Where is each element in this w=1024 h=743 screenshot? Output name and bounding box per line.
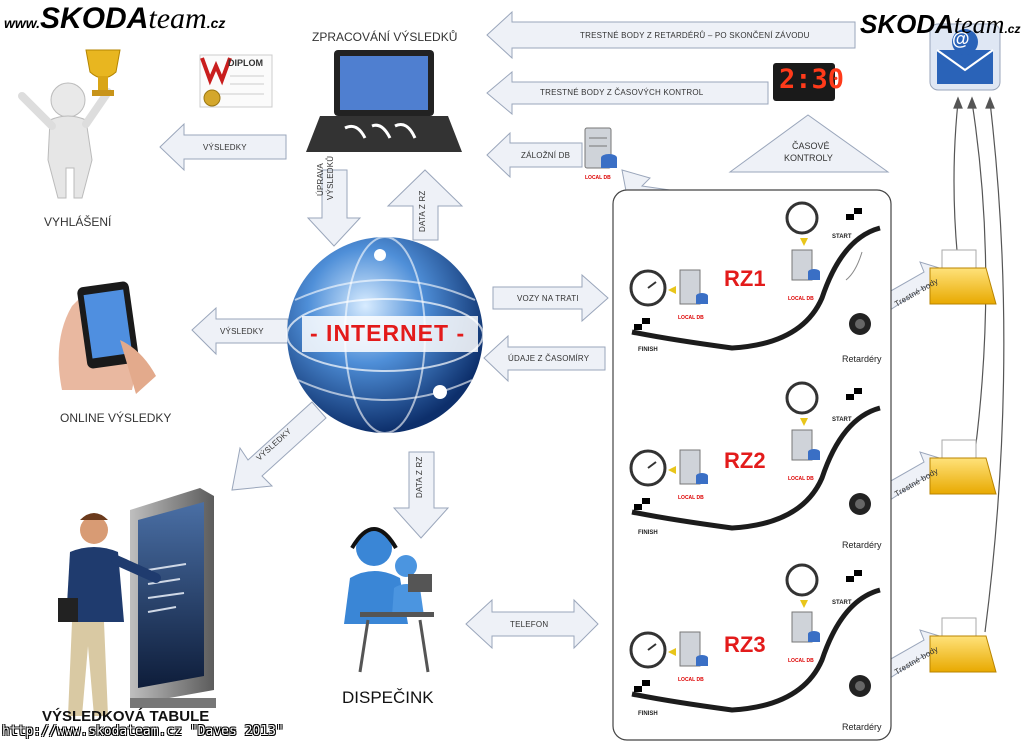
stage-rz3-start: START xyxy=(832,600,852,606)
logo-left: www.SKODAteam.cz xyxy=(4,2,225,36)
arrow-results-board xyxy=(231,401,327,491)
footer-url[interactable]: http://www.skodateam.cz "Daves 2013" xyxy=(2,724,284,739)
backup-local-db-label: LOCAL DB xyxy=(585,175,611,181)
dispatch-title: DISPEČINK xyxy=(342,688,434,707)
arrow-data-rz-down xyxy=(392,451,450,539)
rz3-local-db-label-1: LOCAL DB xyxy=(678,677,704,683)
arrow-timing-data xyxy=(483,334,606,383)
arrow-cars-on-track xyxy=(492,273,609,323)
stages-panel xyxy=(612,189,892,741)
label-penalty-timecontrols: TRESTNÉ BODY Z ČASOVÝCH KONTROL xyxy=(540,88,704,97)
stage-rz2-name: RZ2 xyxy=(724,448,766,473)
stage-rz2-start: START xyxy=(832,417,852,423)
label-telefon: TELEFON xyxy=(510,620,549,629)
label-edit-results-2: VÝSLEDKŮ xyxy=(326,155,335,200)
online-results-title: ONLINE VÝSLEDKY xyxy=(60,411,172,425)
label-penalty-retarders: TRESTNÉ BODY Z RETARDÉRŮ – PO SKONČENÍ Z… xyxy=(580,31,810,40)
logo-left-brand: SKODA xyxy=(40,2,149,35)
stage-rz1-graphic xyxy=(629,201,881,351)
label-time-controls-1: ČASOVÉ xyxy=(792,141,830,151)
logo-right-brand: SKODA xyxy=(860,9,954,39)
clock-display: 2:30 xyxy=(779,64,845,95)
folder-icon-rz1 xyxy=(929,249,997,305)
rz1-local-db-label-2: LOCAL DB xyxy=(788,296,814,302)
arrow-data-rz-up xyxy=(386,169,464,241)
diploma-icon xyxy=(199,54,273,108)
label-data-rz-down: DATA Z RZ xyxy=(415,456,424,498)
arrow-time-controls xyxy=(728,114,890,173)
rz2-local-db-label-1: LOCAL DB xyxy=(678,495,704,501)
diploma-label: DIPLOM xyxy=(228,58,263,68)
internet-label: - INTERNET - xyxy=(310,320,466,346)
label-backup-db: ZÁLOŽNÍ DB xyxy=(521,151,571,160)
email-icon xyxy=(929,23,1001,91)
dispatcher-icon xyxy=(344,527,434,673)
rz3-local-db-label-2: LOCAL DB xyxy=(788,658,814,664)
label-edit-results-1: ÚPRAVA xyxy=(316,163,325,196)
processing-title: ZPRACOVÁNÍ VÝSLEDKŮ xyxy=(312,30,458,44)
at-sign-icon: @ xyxy=(952,29,970,49)
label-results-announcement: VÝSLEDKY xyxy=(203,143,247,152)
stage-rz3-retarders: Retardéry xyxy=(842,722,882,732)
logo-right-tld: .cz xyxy=(1004,22,1021,36)
label-data-rz-up: DATA Z RZ xyxy=(418,190,427,232)
label-results-phone: VÝSLEDKY xyxy=(220,327,264,336)
stage-rz3-graphic xyxy=(629,563,881,713)
laptop-icon xyxy=(306,50,462,152)
stage-rz2-finish: FINISH xyxy=(638,530,658,536)
internet-globe-icon xyxy=(286,236,484,434)
results-kiosk-icon xyxy=(130,488,216,708)
rz1-local-db-label-1: LOCAL DB xyxy=(678,315,704,321)
stage-rz3-name: RZ3 xyxy=(724,632,766,657)
stage-rz2-retarders: Retardéry xyxy=(842,540,882,550)
logo-right: SKODAteam.cz xyxy=(860,9,1020,40)
rz2-local-db-label-2: LOCAL DB xyxy=(788,476,814,482)
logo-left-team: team xyxy=(148,2,207,35)
backup-db-server-icon xyxy=(584,127,617,169)
arrow-results-announcement xyxy=(159,122,287,172)
label-cars-on-track: VOZY NA TRATI xyxy=(517,294,579,303)
arrow-penalty-retarders xyxy=(486,10,856,60)
stage-rz3-finish: FINISH xyxy=(638,711,658,717)
time-clock-icon xyxy=(773,63,835,101)
stage-rz1-retarders: Retardéry xyxy=(842,354,882,364)
arrow-penalty-timecontrols xyxy=(486,70,769,116)
label-time-controls-2: KONTROLY xyxy=(784,153,833,163)
label-timing-data: ÚDAJE Z ČASOMÍRY xyxy=(508,354,590,363)
arrow-edit-results xyxy=(306,169,362,247)
board-title: VÝSLEDKOVÁ TABULE xyxy=(42,708,210,725)
stage-rz1-finish: FINISH xyxy=(638,347,658,353)
announcement-title: VYHLÁŠENÍ xyxy=(44,215,112,229)
phone-hand-icon xyxy=(58,281,156,394)
logo-right-team: team xyxy=(953,10,1005,39)
stage-rz1-start: START xyxy=(832,234,852,240)
stage-rz2-graphic xyxy=(629,381,881,531)
connector-lines xyxy=(953,96,1005,633)
trophy-person-icon xyxy=(18,49,121,199)
arrow-backup-db xyxy=(486,131,583,179)
arrow-telefon xyxy=(465,598,599,650)
logo-left-www: www. xyxy=(4,15,41,31)
logo-left-tld: .cz xyxy=(206,15,226,31)
folder-icon-rz2 xyxy=(929,439,997,495)
stage-rz1-name: RZ1 xyxy=(724,266,766,291)
folder-icon-rz3 xyxy=(929,617,997,673)
person-at-kiosk-icon xyxy=(58,513,161,716)
